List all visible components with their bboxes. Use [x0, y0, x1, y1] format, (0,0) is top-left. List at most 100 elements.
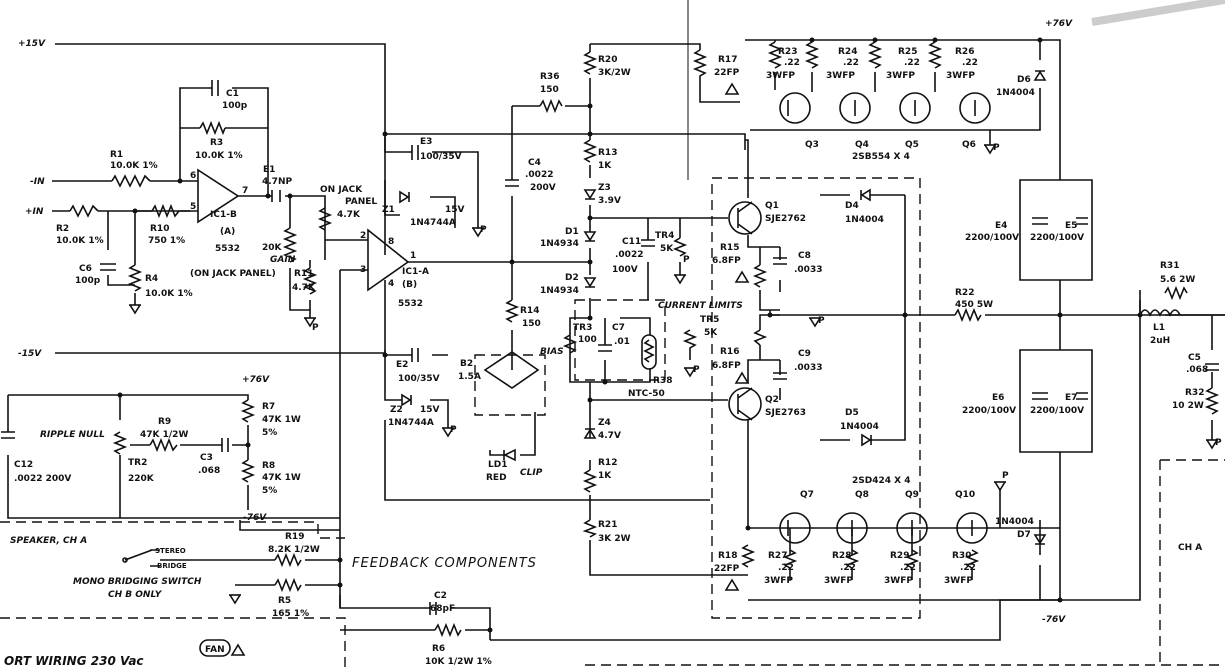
rail-p76b-label: +76V — [242, 375, 270, 385]
label-parts-tr4-0: TR4 — [655, 231, 674, 241]
label-parts-r14-0: R14 — [520, 306, 539, 316]
label-parts-r27-2: 3WFP — [764, 576, 793, 586]
label-parts-l1-0: L1 — [1153, 323, 1165, 333]
label-labels-p: P — [1215, 438, 1222, 448]
label-parts-r4-0: R4 — [145, 274, 158, 284]
label-parts-d5-0: D5 — [845, 408, 859, 418]
label-parts-r29-0: R29 — [890, 551, 909, 561]
label-parts-tr2-1: 220K — [128, 474, 155, 484]
label-parts-l1-1: 2uH — [1150, 336, 1170, 346]
label-parts-c2-0: C2 — [434, 591, 447, 601]
label-parts-ic1a-0: IC1-A — [402, 267, 429, 277]
label-parts-r8-1: 47K 1W — [262, 473, 301, 483]
label-parts-r29-2: 3WFP — [884, 576, 913, 586]
label-parts-r36-1: 150 — [540, 85, 559, 95]
label-parts-c12-1: .0022 200V — [14, 474, 71, 484]
label-parts-r21-0: R21 — [598, 520, 617, 530]
label-labels-ch_a: CH A — [1178, 543, 1202, 553]
label-labels-bridge: BRIDGE — [157, 562, 187, 570]
label-pins-p6: 6 — [190, 171, 196, 181]
label-parts-q4-1: 2SB554 X 4 — [852, 152, 910, 162]
label-parts-r15-0: R15 — [720, 243, 739, 253]
minus-input-label: -IN — [30, 177, 45, 187]
label-parts-c9-1: .0033 — [794, 363, 822, 373]
label-parts-r23-1: .22 — [784, 58, 800, 68]
label-parts-r32-1: 10 2W — [1172, 401, 1204, 411]
label-parts-r16-0: R16 — [720, 347, 739, 357]
label-parts-r24-0: R24 — [838, 47, 857, 57]
label-parts-c11-1: .0022 — [615, 250, 643, 260]
label-parts-e6-1: 2200/100V — [962, 406, 1016, 416]
label-parts-ld1-0: LD1 — [488, 460, 507, 470]
label-labels-p: P — [450, 425, 457, 435]
label-parts-z2-0: Z2 — [390, 405, 403, 415]
label-parts-r25-2: 3WFP — [886, 71, 915, 81]
label-parts-ic1b-2: 5532 — [215, 244, 240, 254]
label-labels-port: ORT WIRING 230 Vac — [4, 654, 144, 668]
label-parts-d1-0: D1 — [565, 227, 579, 237]
label-parts-r28-1: .22 — [840, 563, 856, 573]
fan-icon — [199, 639, 246, 657]
label-parts-r19-1: 8.2K 1/2W — [268, 545, 320, 555]
label-parts-q3: Q3 — [805, 140, 819, 150]
label-parts-r22-0: R22 — [955, 288, 974, 298]
label-parts-r26-0: R26 — [955, 47, 974, 57]
label-parts-r9-0: R9 — [158, 417, 171, 427]
label-labels-p: P — [312, 323, 319, 333]
label-parts-q7hdr: 2SD424 X 4 — [852, 476, 910, 486]
label-parts-e4-0: E4 — [995, 221, 1007, 231]
label-parts-r22-1: 450 5W — [955, 300, 993, 310]
resistor-symbols — [69, 41, 1220, 638]
label-parts-r18-1: 22FP — [714, 564, 740, 574]
label-parts-r7-1: 47K 1W — [262, 415, 301, 425]
label-parts-r23-0: R23 — [778, 47, 797, 57]
label-parts-d6-1: 1N4004 — [996, 88, 1035, 98]
label-parts-r28-2: 3WFP — [824, 576, 853, 586]
wires — [7, 39, 1225, 641]
label-labels-clip: CLIP — [520, 468, 543, 478]
label-parts-e6-0: E6 — [992, 393, 1004, 403]
label-parts-r3-1: 10.0K 1% — [195, 151, 243, 161]
label-parts-r13-1: 1K — [598, 161, 612, 171]
label-parts-e2-1: 100/35V — [398, 374, 440, 384]
label-parts-e1-0: E1 — [263, 165, 275, 175]
label-parts-r38-1: NTC-50 — [628, 389, 665, 399]
label-labels-jack_panel-0: ON JACK — [320, 185, 363, 195]
label-pins-p5: 5 — [190, 202, 196, 212]
label-parts-c5-0: C5 — [1188, 353, 1201, 363]
dashed-boxes — [0, 177, 1225, 668]
label-parts-e4-1: 2200/100V — [965, 233, 1019, 243]
label-parts-q5: Q5 — [905, 140, 919, 150]
label-parts-r29-1: .22 — [900, 563, 916, 573]
transistor-symbols — [197, 92, 991, 544]
label-parts-q8: Q8 — [855, 490, 869, 500]
label-labels-p: P — [480, 225, 487, 235]
label-parts-z2-2: 1N4744A — [388, 418, 434, 428]
rail-m15-label: -15V — [18, 349, 42, 359]
label-parts-e3-1: 100/35V — [420, 152, 462, 162]
label-parts-c5-1: .068 — [1186, 365, 1208, 375]
junctions — [117, 37, 1143, 633]
label-parts-r8-0: R8 — [262, 461, 275, 471]
label-parts-r12-1: 1K — [598, 471, 612, 481]
label-parts-e1-1: 4.7NP — [262, 177, 292, 187]
label-parts-r12-0: R12 — [598, 458, 617, 468]
label-parts-r6-1: 10K 1/2W 1% — [425, 657, 492, 667]
label-parts-r1-1: 10.0K 1% — [110, 161, 158, 171]
label-parts-c9-0: C9 — [798, 349, 811, 359]
label-parts-e7-1: 2200/100V — [1030, 406, 1084, 416]
label-pins-p3: 3 — [360, 265, 366, 275]
label-parts-tr5-1: 5K — [704, 328, 718, 338]
label-parts-tr5-0: TR5 — [700, 315, 719, 325]
label-parts-b2-0: B2 — [460, 359, 473, 369]
label-parts-r4-1: 10.0K 1% — [145, 289, 193, 299]
label-parts-q2-0: Q2 — [765, 395, 779, 405]
label-labels-mono2: CH B ONLY — [108, 590, 163, 600]
label-parts-z1-2: 1N4744A — [410, 218, 456, 228]
fan-label: FAN — [205, 645, 225, 655]
label-parts-r2-0: R2 — [56, 224, 69, 234]
label-parts-r25-1: .22 — [904, 58, 920, 68]
label-parts-d4-1: 1N4004 — [845, 215, 884, 225]
label-parts-c1-1: 100p — [222, 101, 248, 111]
label-parts-r11-1: 4.7K — [292, 283, 316, 293]
